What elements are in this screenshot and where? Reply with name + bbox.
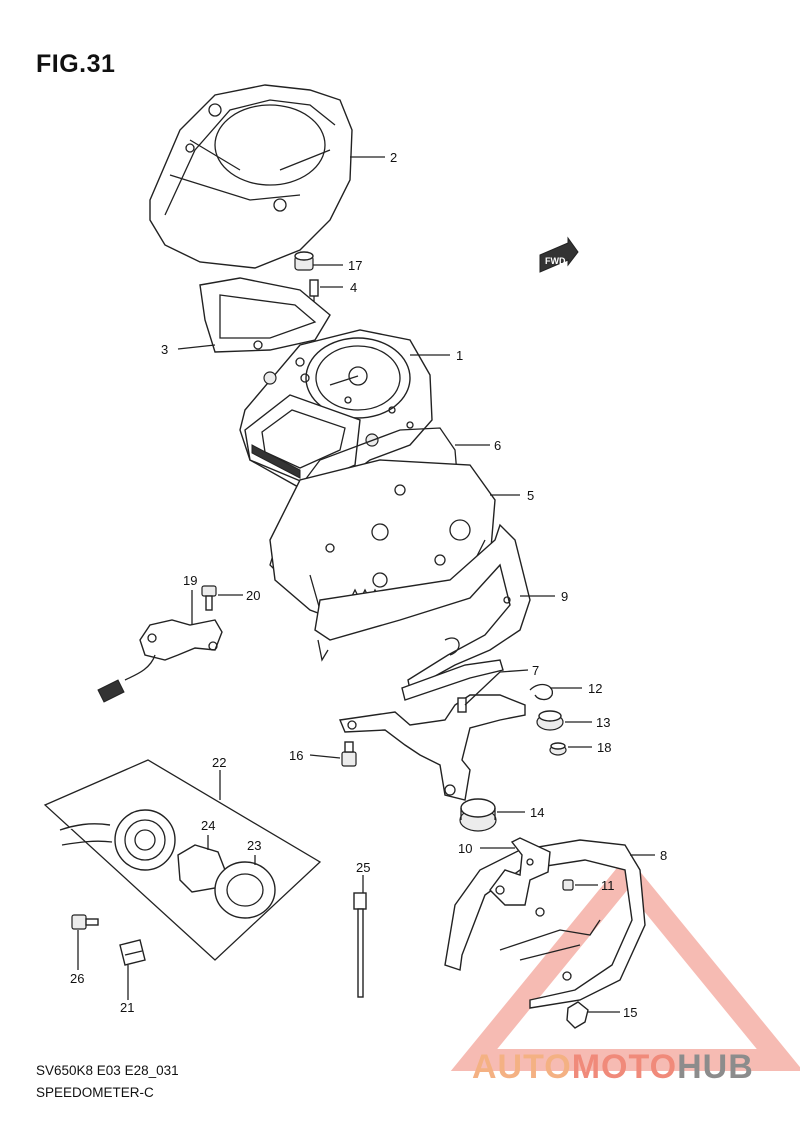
callout-2: 2 — [390, 150, 397, 165]
callout-numbers: 1 2 3 4 5 6 7 8 9 10 11 12 13 14 15 16 1… — [70, 150, 667, 1020]
figure-title: FIG.31 — [36, 50, 116, 78]
callout-21: 21 — [120, 1000, 134, 1015]
part-meter-cover — [149, 84, 353, 269]
callout-17: 17 — [348, 258, 362, 273]
part-cable-tie-25 — [353, 892, 367, 998]
callout-11: 11 — [601, 878, 615, 893]
part-sensor-harness — [97, 619, 223, 703]
callout-13: 13 — [596, 715, 610, 730]
meter-connector-pins — [251, 444, 301, 479]
callout-25: 25 — [356, 860, 370, 875]
callout-19: 19 — [183, 573, 197, 588]
fwd-direction-badge: FWD — [539, 236, 579, 273]
part-collar-18 — [549, 742, 567, 756]
callout-23: 23 — [247, 838, 261, 853]
part-screw-11 — [562, 879, 574, 891]
callout-5: 5 — [527, 488, 534, 503]
callout-4: 4 — [350, 280, 357, 295]
part-grommet-17 — [294, 251, 314, 271]
callout-10: 10 — [458, 841, 472, 856]
leader-lines — [77, 156, 655, 1013]
part-mounting-bracket — [339, 694, 526, 801]
callout-15: 15 — [623, 1005, 637, 1020]
watermark-logo-triangle — [450, 855, 800, 1071]
part-meter-assembly — [239, 329, 433, 491]
part-clip-12 — [529, 683, 553, 701]
callout-12: 12 — [588, 681, 602, 696]
part-bolt-16 — [341, 741, 357, 767]
callout-1: 1 — [456, 348, 463, 363]
fwd-badge-label: FWD — [545, 256, 566, 266]
part-bolt-26 — [71, 914, 99, 930]
part-visor-lens — [199, 277, 331, 353]
part-damper-14 — [459, 798, 497, 832]
callout-22: 22 — [212, 755, 226, 770]
part-fastener-15 — [566, 1001, 589, 1029]
watermark-logo-text: AUTOMOTOHUB — [472, 1048, 754, 1087]
model-code-caption: SV650K8 E03 E28_031 — [36, 1063, 179, 1078]
callout-14: 14 — [530, 805, 544, 820]
callout-6: 6 — [494, 438, 501, 453]
part-bolt-20 — [201, 585, 217, 611]
watermark-part1: AUTO — [472, 1048, 572, 1086]
callout-9: 9 — [561, 589, 568, 604]
callout-26: 26 — [70, 971, 84, 986]
watermark-part2: MOTO — [571, 1048, 678, 1086]
callout-20: 20 — [246, 588, 260, 603]
callout-16: 16 — [289, 748, 303, 763]
callout-3: 3 — [161, 342, 168, 357]
callout-7: 7 — [532, 663, 539, 678]
part-ring-23 — [214, 861, 276, 919]
callout-24: 24 — [201, 818, 215, 833]
part-bracket-10 — [489, 837, 551, 906]
callout-18: 18 — [597, 740, 611, 755]
watermark-part3: HUB — [677, 1048, 754, 1086]
section-name-caption: SPEEDOMETER-C — [36, 1085, 154, 1100]
callout-8: 8 — [660, 848, 667, 863]
part-grommet-13 — [536, 710, 564, 731]
part-clip-21 — [119, 939, 146, 966]
part-kit-box-22 — [43, 759, 322, 961]
part-strip-7 — [401, 637, 504, 701]
